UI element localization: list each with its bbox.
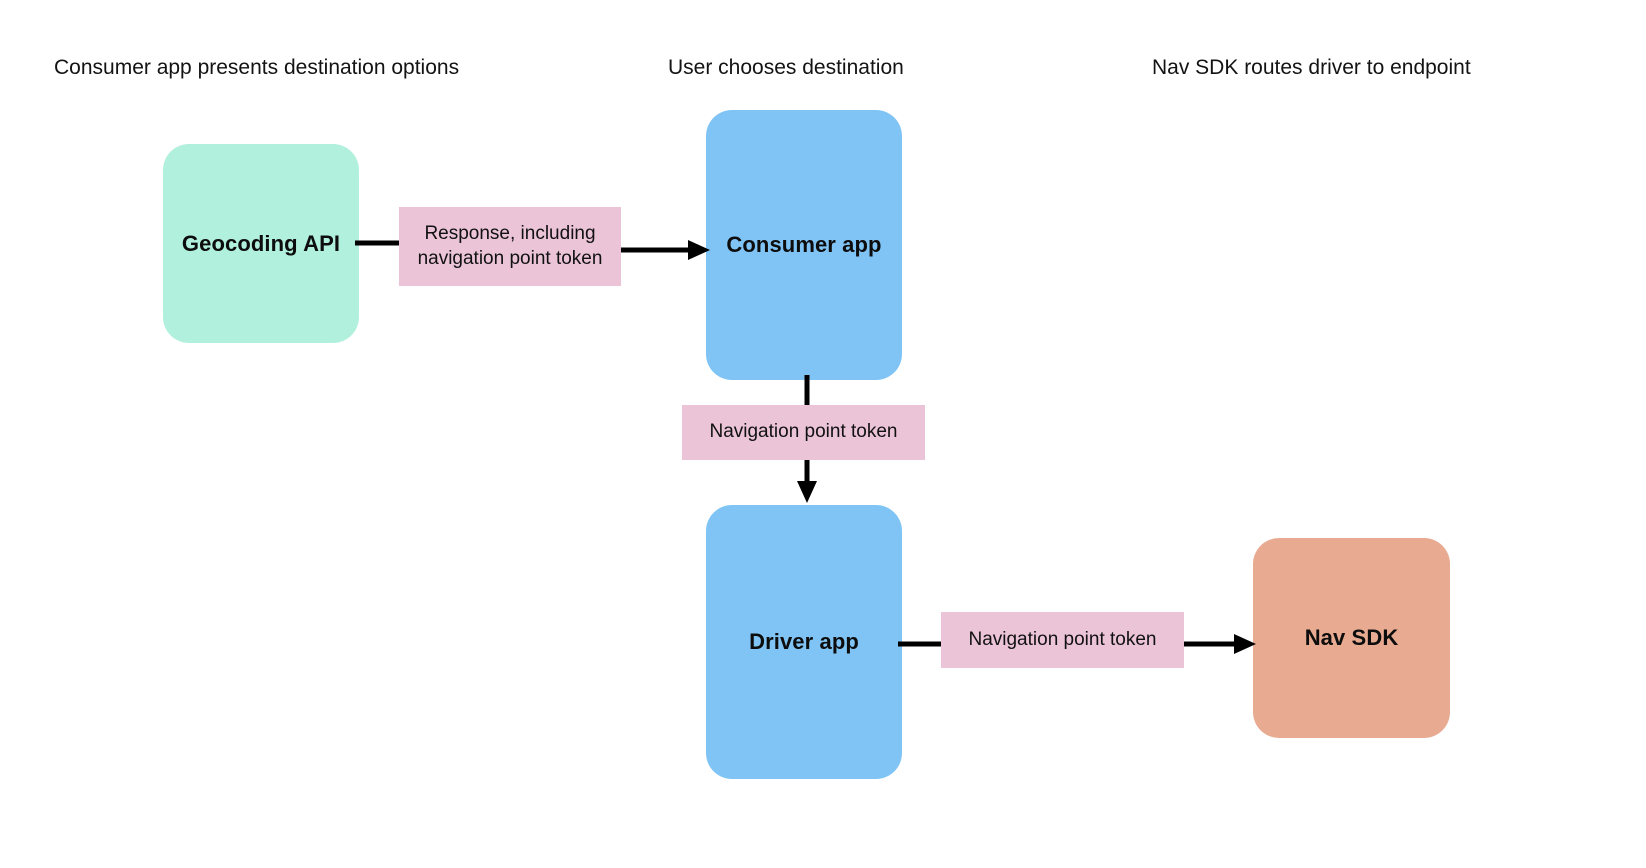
edge-label-navigation-point-token-driver-to-nav-sdk: Navigation point token [941, 612, 1184, 668]
node-driver-app-label: Driver app [749, 629, 859, 655]
connector-line-icon [355, 240, 403, 246]
column-caption-user-chooses-destination: User chooses destination [668, 56, 904, 79]
node-nav-sdk[interactable]: Nav SDK [1253, 538, 1450, 738]
node-consumer-app[interactable]: Consumer app [706, 110, 902, 380]
node-nav-sdk-label: Nav SDK [1304, 625, 1399, 651]
edge-label-response-text: Response, including navigation point tok… [417, 223, 603, 269]
connector-response-label-to-consumer-app [618, 238, 710, 262]
arrow-right-icon [618, 240, 710, 260]
arrow-right-icon [898, 634, 1256, 654]
connector-driver-app-to-nav-sdk [898, 632, 1256, 656]
column-caption-nav-sdk-routes-driver: Nav SDK routes driver to endpoint [1152, 56, 1471, 79]
connector-geocoding-to-response-label [355, 238, 403, 248]
node-consumer-app-label: Consumer app [726, 232, 882, 258]
edge-label-driver-navsdk-text: Navigation point token [968, 628, 1157, 650]
edge-label-response-including-navigation-point-token: Response, including navigation point tok… [399, 207, 621, 286]
edge-label-consumer-driver-text: Navigation point token [709, 421, 898, 443]
edge-label-navigation-point-token-consumer-to-driver: Navigation point token [682, 405, 925, 460]
node-geocoding-api[interactable]: Geocoding API [163, 144, 359, 343]
node-geocoding-api-label: Geocoding API [181, 230, 341, 256]
node-driver-app[interactable]: Driver app [706, 505, 902, 779]
column-caption-consumer-app-presents: Consumer app presents destination option… [54, 56, 460, 79]
